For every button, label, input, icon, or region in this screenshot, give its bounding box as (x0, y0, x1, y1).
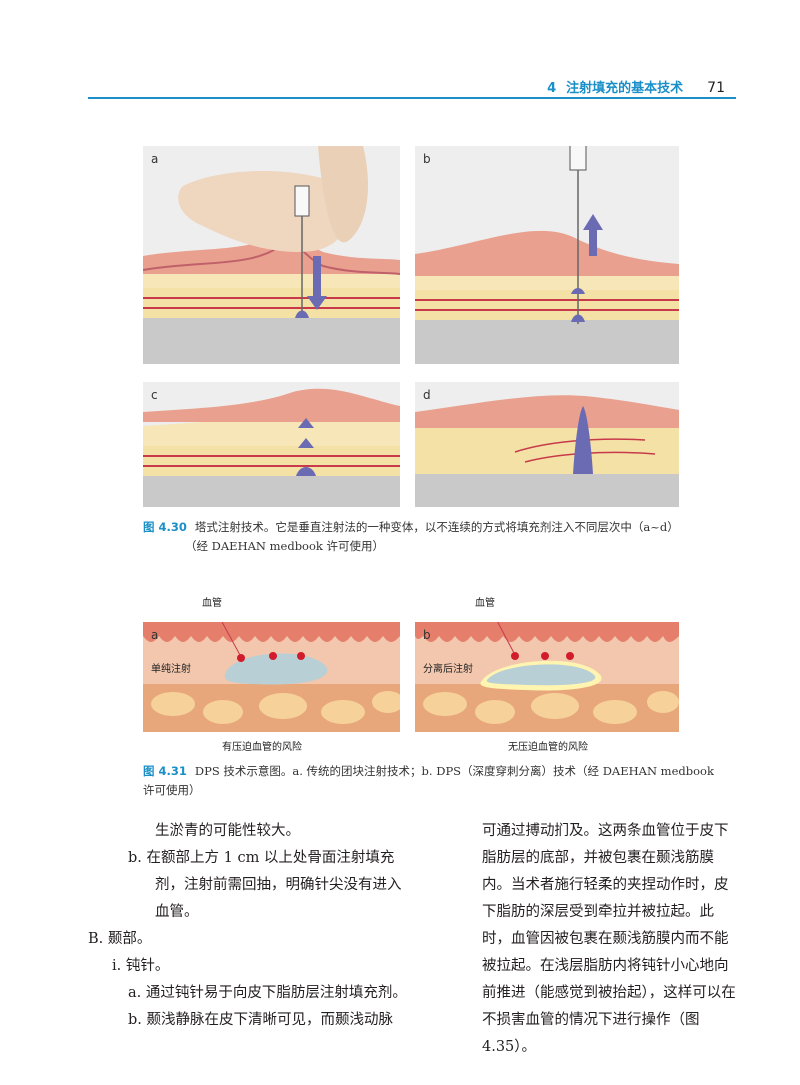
text-line: 不损害血管的情况下进行操作（图 4.35）。 (482, 1012, 700, 1055)
text-line: B. 颞部。 (88, 931, 152, 947)
separated-injection-label: 分离后注射 (423, 664, 473, 675)
text-line: 前推进（能感觉到被抬起），这样可以在 (482, 985, 736, 1001)
dps-illustration-b (415, 622, 679, 732)
dps-illustration-a (143, 622, 400, 732)
skin-layers-illustration-c (143, 382, 400, 507)
page-number: 71 (707, 80, 725, 96)
vessel-label-b: 血管 (475, 598, 495, 609)
figure-431-number: 图 4.31 (143, 764, 187, 778)
figure-431-caption: 图 4.31 DPS 技术示意图。a. 传统的团块注射技术；b. DPS（深度穿刺… (143, 762, 733, 800)
header-rule (88, 97, 736, 99)
text-line: 生淤青的可能性较大。 (155, 823, 300, 839)
text-line: 被拉起。在浅层脂肪内将钝针小心地向 (482, 958, 729, 974)
figure-430-panel-a: a (143, 146, 400, 364)
text-line: b. 颞浅静脉在皮下清晰可见，而颞浅动脉 (128, 1012, 393, 1028)
text-line: 可通过搏动扪及。这两条血管位于皮下 (482, 823, 729, 839)
risk-label-a: 有压迫血管的风险 (222, 742, 302, 753)
chapter-title: 注射填充的基本技术 (566, 81, 684, 96)
figure-430-caption-line1: 塔式注射技术。它是垂直注射法的一种变体，以不连续的方式将填充剂注入不同层次中（a… (194, 520, 679, 534)
text-line: 剂，注射前需回抽，明确针尖没有进入 (155, 877, 402, 893)
figure-431-caption-line2: 许可使用） (143, 783, 201, 797)
skin-layers-illustration-b (415, 146, 679, 364)
vessel-label-a: 血管 (202, 598, 222, 609)
panel-letter-a: a (151, 152, 159, 166)
figure-430-caption-line2: （经 DAEHAN medbook 许可使用） (185, 539, 385, 553)
text-line: 时，血管因被包裹在颞浅筋膜内而不能 (482, 931, 729, 947)
figure-431-caption-line1: DPS 技术示意图。a. 传统的团块注射技术；b. DPS（深度穿刺分离）技术（… (194, 764, 714, 778)
figure-430-panel-c: c (143, 382, 400, 507)
text-line: 内。当术者施行轻柔的夹捏动作时，皮 (482, 877, 729, 893)
text-line: i. 钝针。 (112, 958, 170, 974)
figure-430-panel-b: b (415, 146, 679, 364)
skin-layers-illustration-d (415, 382, 679, 507)
text-line: b. 在额部上方 1 cm 以上处骨面注射填充 (128, 850, 395, 866)
running-header: 4 注射填充的基本技术 71 (547, 77, 725, 96)
skin-layers-illustration-a (143, 146, 400, 364)
figure-430-number: 图 4.30 (143, 520, 187, 534)
text-line: 血管。 (155, 904, 199, 920)
panel-letter-d: d (423, 388, 431, 402)
text-line: 下脂肪的深层受到牵拉并被拉起。此 (482, 904, 714, 920)
figure-430-panel-d: d (415, 382, 679, 507)
panel-letter-431b: b (423, 628, 431, 642)
simple-injection-label: 单纯注射 (151, 664, 191, 675)
panel-letter-431a: a (151, 628, 159, 642)
panel-letter-c: c (151, 388, 158, 402)
text-line: a. 通过钝针易于向皮下脂肪层注射填充剂。 (128, 985, 407, 1001)
figure-431-panel-b: b 分离后注射 (415, 622, 679, 732)
chapter-number: 4 (547, 81, 557, 96)
figure-430-caption: 图 4.30 塔式注射技术。它是垂直注射法的一种变体，以不连续的方式将填充剂注入不… (143, 518, 723, 556)
panel-letter-b: b (423, 152, 431, 166)
right-column: 可通过搏动扪及。这两条血管位于皮下 脂肪层的底部，并被包裹在颞浅筋膜 内。当术者… (482, 818, 752, 1061)
risk-label-b: 无压迫血管的风险 (508, 742, 588, 753)
figure-431-panel-a: a 单纯注射 (143, 622, 400, 732)
text-line: 脂肪层的底部，并被包裹在颞浅筋膜 (482, 850, 714, 866)
left-column: 生淤青的可能性较大。 b. 在额部上方 1 cm 以上处骨面注射填充 剂，注射前… (88, 818, 428, 1034)
